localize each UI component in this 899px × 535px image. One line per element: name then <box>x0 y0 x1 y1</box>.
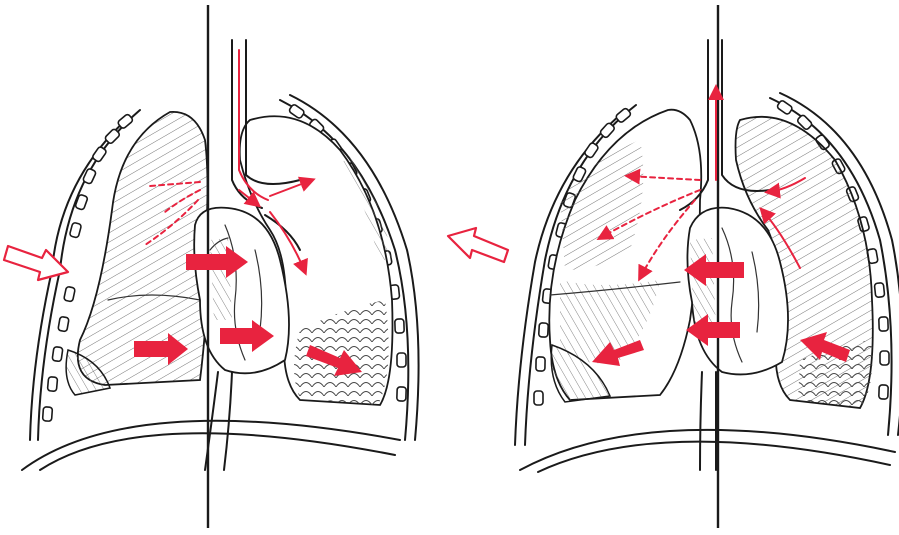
right-diaphragm-inner <box>538 442 890 472</box>
outline-arrow-outward-icon <box>448 228 508 262</box>
outline-arrow-inward-icon <box>4 246 68 280</box>
left-diaphragm-inner <box>40 433 395 470</box>
right-panel <box>448 5 899 528</box>
right-diaphragm-outer <box>520 430 895 470</box>
right-panel-esophagus <box>700 372 702 470</box>
left-panel <box>4 5 419 528</box>
